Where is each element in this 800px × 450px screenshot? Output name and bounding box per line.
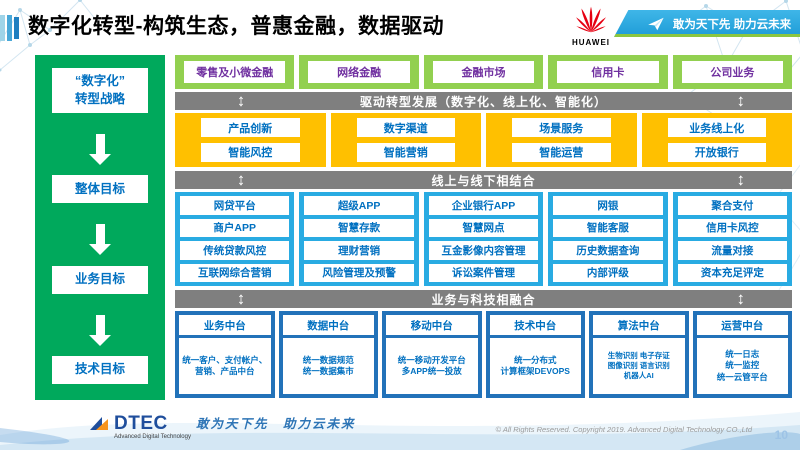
banner-slogan: 敢为天下先 助力云未来 (673, 18, 792, 31)
application-box: 历史数据查询 (553, 241, 663, 260)
divider-online-offline: ↕ 线上与线下相结合 ↕ (175, 170, 792, 189)
application-box: 流量对接 (677, 241, 788, 260)
application-box: 风险管理及预警 (304, 263, 414, 282)
adtec-logo: DTEC Advanced Digital Technology (88, 414, 191, 440)
business-line-box: 信用卡 (557, 61, 659, 83)
updown-arrow-icon: ↕ (736, 289, 745, 308)
platform-column-algorithm: 算法中台 生物识别 电子存证 图像识别 语言识别 机器人AI (589, 311, 689, 398)
platform-description: 统一日志 统一监控 统一云管平台 (696, 338, 788, 394)
adtec-wordmark: DTEC (114, 413, 168, 434)
platform-description: 统一数据规范 统一数据集市 (282, 338, 374, 394)
middle-platform-band: 业务中台 统一客户、支付帐户、营销、产品中台 数据中台 统一数据规范 统一数据集… (175, 311, 792, 398)
platform-title: 技术中台 (489, 315, 581, 335)
capability-band: 产品创新 智能风控 数字渠道 智能营销 场景服务 智能运营 业务线上化 开放银行 (175, 113, 792, 167)
application-box: 智慧存款 (304, 218, 414, 237)
adtec-subtitle: Advanced Digital Technology (114, 434, 191, 440)
platform-description: 统一移动开发平台 多APP统一投放 (386, 338, 478, 394)
application-box: 信用卡风控 (677, 218, 788, 237)
updown-arrow-icon: ↕ (236, 289, 246, 308)
sidebar-item-tech-goal: 技术目标 (52, 355, 148, 384)
divider-tech-fusion: ↕ 业务与科技相融合 ↕ (175, 289, 792, 308)
down-arrow-icon (95, 224, 105, 245)
application-box: 理财营销 (304, 241, 414, 260)
business-line-box: 零售及小微金融 (184, 61, 286, 83)
platform-column-tech: 技术中台 统一分布式 计算框架DEVOPS (485, 311, 585, 398)
platform-title: 移动中台 (386, 315, 478, 335)
application-box: 内部评级 (553, 263, 663, 282)
capability-box: 业务线上化 (667, 118, 766, 138)
updown-arrow-icon: ↕ (236, 91, 246, 110)
down-arrow-icon (95, 314, 105, 335)
capability-box: 智能营销 (356, 142, 455, 162)
updown-arrow-icon: ↕ (736, 170, 745, 189)
strategy-sidebar: “数字化” 转型战略 整体目标 业务目标 技术目标 (35, 55, 165, 400)
updown-arrow-icon: ↕ (736, 91, 745, 110)
capability-box: 产品创新 (201, 118, 300, 138)
platform-description: 生物识别 电子存证 图像识别 语言识别 机器人AI (593, 338, 685, 394)
business-line-box: 公司业务 (681, 61, 784, 83)
application-box: 诉讼案件管理 (428, 263, 539, 282)
capability-box: 智能风控 (201, 142, 300, 162)
capability-box: 开放银行 (667, 142, 766, 162)
application-box: 传统贷款风控 (180, 241, 290, 260)
business-line-box: 网络金融 (308, 61, 410, 83)
application-box: 智能客服 (553, 218, 663, 237)
business-line-box: 金融市场 (432, 61, 535, 83)
business-lines-row: 零售及小微金融 网络金融 金融市场 信用卡 公司业务 (175, 55, 793, 89)
application-box: 网银 (553, 196, 663, 215)
platform-column-business: 业务中台 统一客户、支付帐户、营销、产品中台 (175, 311, 275, 398)
platform-title: 数据中台 (282, 315, 374, 335)
divider-transform: ↕ 驱动转型发展（数字化、线上化、智能化） ↕ (175, 91, 792, 110)
copyright-text: © All Rights Reserved. Copyright 2019. A… (495, 425, 753, 434)
paper-plane-icon (648, 17, 664, 30)
application-box: 资本充足评定 (677, 263, 788, 282)
application-box: 企业银行APP (428, 196, 539, 215)
application-box: 智慧网点 (428, 218, 539, 237)
title-accent-bars (0, 15, 21, 41)
application-box: 互联网综合营销 (180, 263, 290, 282)
application-box: 聚合支付 (677, 196, 788, 215)
application-band: 网贷平台 商户APP 传统贷款风控 互联网综合营销 超级APP 智慧存款 理财营… (175, 192, 793, 286)
capability-box: 数字渠道 (356, 118, 455, 138)
application-box: 互金影像内容管理 (428, 241, 539, 260)
platform-column-data: 数据中台 统一数据规范 统一数据集市 (278, 311, 378, 398)
capability-box: 智能运营 (512, 142, 611, 162)
platform-description: 统一客户、支付帐户、营销、产品中台 (179, 338, 271, 394)
slogan-banner: 敢为天下先 助力云未来 (614, 10, 800, 37)
adtec-arrow-icon (90, 417, 108, 430)
page-title: 数字化转型-构筑生态，普惠金融，数据驱动 (28, 15, 444, 38)
page-number: 10 (774, 428, 788, 442)
application-box: 网贷平台 (180, 196, 290, 215)
application-box: 商户APP (180, 218, 290, 237)
sidebar-item-business-goal: 业务目标 (52, 265, 148, 294)
platform-column-mobile: 移动中台 统一移动开发平台 多APP统一投放 (382, 311, 482, 398)
capability-box: 场景服务 (512, 118, 611, 138)
platform-title: 算法中台 (593, 315, 685, 335)
updown-arrow-icon: ↕ (236, 170, 246, 189)
sidebar-item-overall-goal: 整体目标 (52, 175, 148, 204)
platform-description: 统一分布式 计算框架DEVOPS (489, 338, 581, 394)
architecture-diagram: 零售及小微金融 网络金融 金融市场 信用卡 公司业务 ↕ 驱动转型发展（数字化、… (175, 55, 793, 398)
down-arrow-icon (95, 134, 105, 155)
platform-column-operation: 运营中台 统一日志 统一监控 统一云管平台 (692, 311, 792, 398)
platform-title: 运营中台 (696, 315, 788, 335)
huawei-flower-icon (576, 6, 606, 33)
platform-title: 业务中台 (179, 315, 271, 335)
sidebar-item-strategy: “数字化” 转型战略 (52, 68, 148, 113)
huawei-logo: HUAWEI (568, 4, 614, 47)
huawei-wordmark: HUAWEI (572, 38, 610, 47)
application-box: 超级APP (304, 196, 414, 215)
footer-slogan: 敢为天下先 助力云未来 (196, 417, 356, 431)
